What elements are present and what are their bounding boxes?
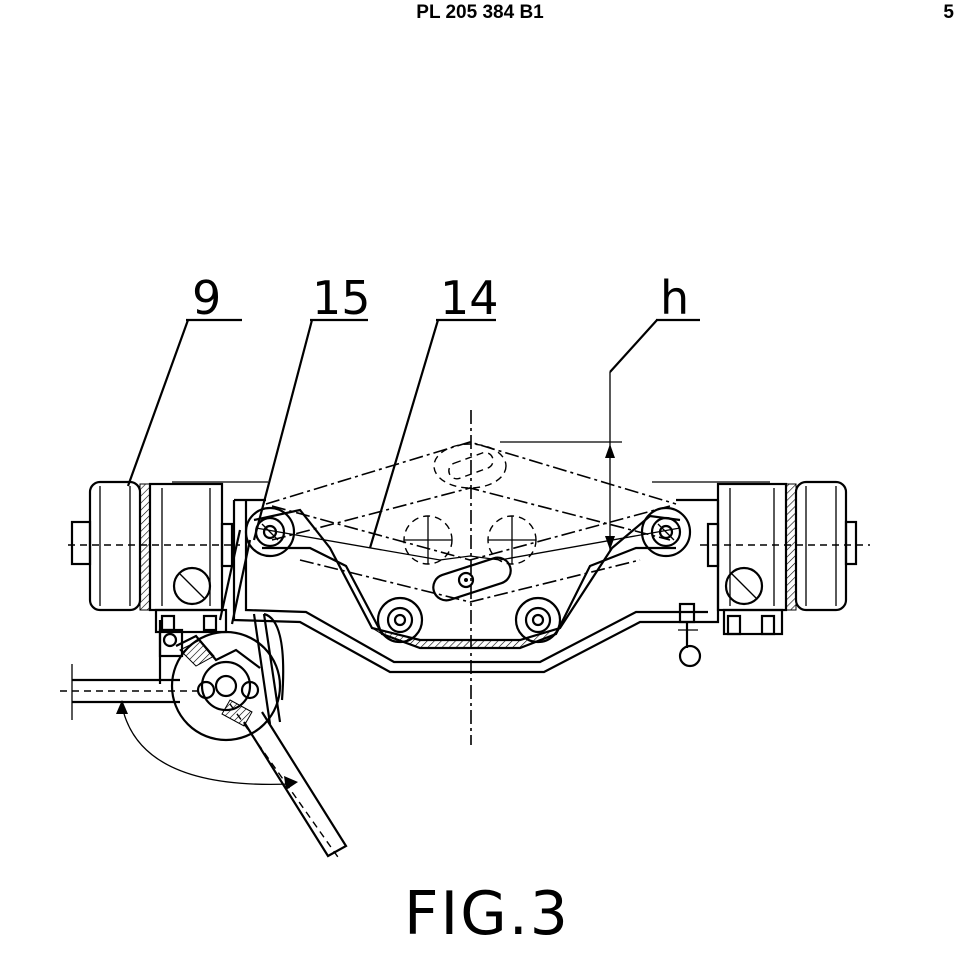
ref-label-14: 14: [368, 271, 499, 549]
pulley-right: [640, 506, 692, 558]
belt-14: [253, 508, 681, 650]
handle-lever: [60, 664, 348, 861]
ref-15-text: 15: [312, 271, 371, 325]
left-wheel-assembly: [68, 480, 268, 634]
figure-caption: FIG.3: [404, 879, 570, 949]
drive-mechanism-15: [158, 529, 285, 742]
pulley-left: [244, 506, 296, 558]
main-frame: [232, 498, 720, 674]
dimension-h: [500, 372, 622, 552]
patent-number: PL 205 384 B1: [416, 2, 544, 23]
ref-14-leader: [368, 319, 440, 549]
pulley-bottom-left: [376, 596, 424, 644]
ref-label-h: h: [609, 271, 700, 373]
center-slot-link: [432, 556, 512, 602]
page-number: 5: [943, 2, 954, 23]
right-hook: [678, 602, 702, 668]
ref-label-15: 15: [252, 271, 371, 541]
ref-label-9: 9: [126, 271, 242, 487]
raised-position-outline: [265, 441, 677, 603]
ref-9-text: 9: [192, 271, 221, 325]
ref-15-leader: [252, 319, 314, 541]
page-header: PL 205 384 B1 5: [0, 0, 960, 26]
ref-h-leader: [609, 319, 658, 373]
ref-14-text: 14: [440, 271, 499, 325]
ref-h-text: h: [660, 271, 689, 325]
ref-9-leader: [126, 319, 190, 487]
pulley-bottom-right: [514, 596, 562, 644]
